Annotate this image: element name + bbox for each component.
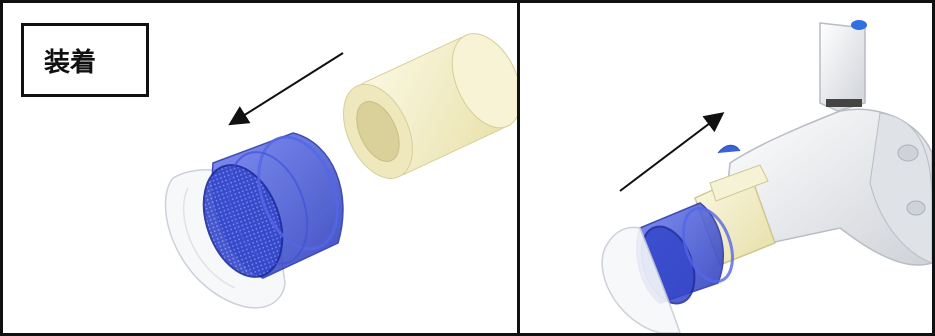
right-panel xyxy=(517,0,935,336)
cream-sleeve xyxy=(330,23,517,190)
insert-arrow xyxy=(235,53,343,121)
attach-arrow xyxy=(620,117,718,191)
blue-cap xyxy=(851,20,867,30)
right-illustration xyxy=(520,3,932,333)
left-illustration xyxy=(3,3,517,333)
left-panel: 装着 xyxy=(0,0,520,336)
